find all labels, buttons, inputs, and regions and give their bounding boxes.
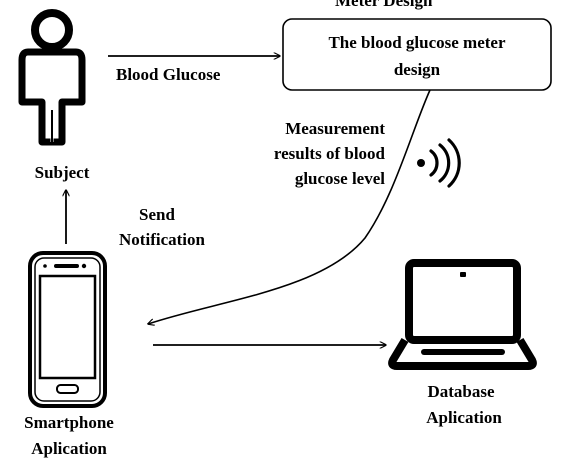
measurement-arrow — [148, 89, 431, 324]
smartphone-label-line2: Aplication — [31, 439, 107, 458]
subject-label: Subject — [35, 163, 90, 182]
wireless-signal-icon — [417, 138, 461, 188]
smartphone-icon — [28, 251, 107, 408]
notification-label-line1: Send — [139, 205, 175, 224]
meter-design-label-line1: The blood glucose meter — [328, 33, 506, 52]
blood-glucose-label: Blood Glucose — [116, 65, 221, 84]
top-cut-text: Meter Design — [335, 0, 433, 10]
notification-label-line2: Notification — [119, 230, 205, 249]
measurement-label-line2: results of blood — [274, 144, 386, 163]
measurement-label-line1: Measurement — [285, 119, 385, 138]
meter-design-label-line2: design — [394, 60, 441, 79]
laptop-icon — [388, 259, 537, 370]
database-label-line1: Database — [427, 382, 495, 401]
smartphone-label-line1: Smartphone — [24, 413, 114, 432]
meter-design-box[interactable] — [282, 18, 552, 91]
measurement-label-line3: glucose level — [295, 169, 385, 188]
database-label-line2: Aplication — [426, 408, 502, 427]
